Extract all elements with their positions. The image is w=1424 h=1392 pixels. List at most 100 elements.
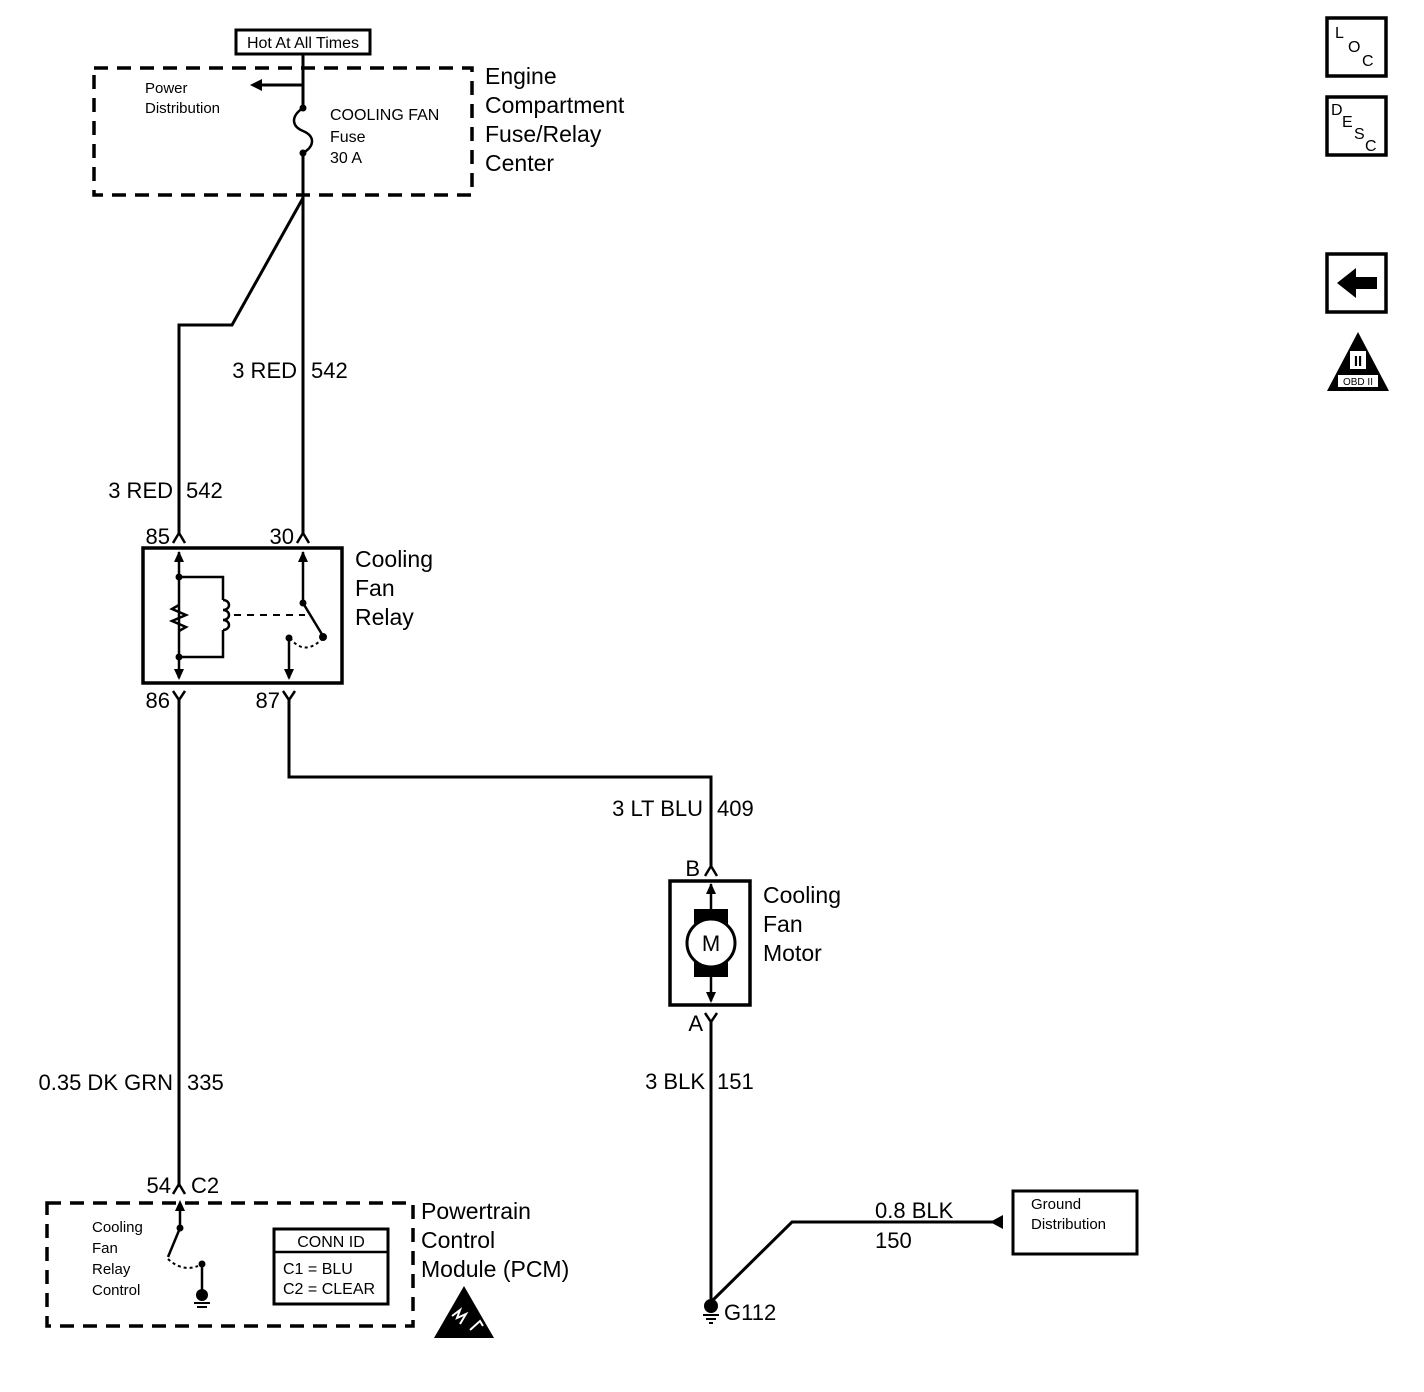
arrow-left-icon — [1337, 268, 1377, 298]
pcm-control-label-4: Control — [92, 1282, 140, 1299]
wire-542-to-pin85 — [177, 197, 305, 535]
ground-distribution-label-1: Ground — [1031, 1196, 1081, 1213]
motor-arrow-down-icon — [706, 992, 716, 1003]
wire-label-3-red-lower: 3 RED — [108, 478, 173, 503]
connector-c2-icon — [171, 1181, 187, 1195]
fuse-icon — [292, 106, 314, 155]
ground-distribution-arrow-icon — [990, 1215, 1003, 1229]
back-button[interactable] — [1325, 252, 1388, 314]
connector-87-icon — [281, 690, 297, 703]
coil-bottom-wire — [179, 630, 225, 659]
obd-ii-label: OBD II — [1343, 377, 1373, 388]
desc-letter-c: C — [1365, 138, 1377, 155]
wire-label-3-blk: 3 BLK — [645, 1069, 705, 1094]
fuse-label-type: Fuse — [330, 129, 366, 146]
connector-a-icon — [703, 1012, 719, 1025]
ground-wires: 3 BLK 151 0.8 BLK 150 Ground Distributio… — [645, 1022, 1139, 1325]
relay-pin-85: 85 — [146, 524, 170, 549]
wire-circuit-335: 335 — [187, 1070, 224, 1095]
ground-g112-icon — [704, 1299, 718, 1313]
loc-letter-c: C — [1362, 53, 1374, 70]
connector-30-icon — [295, 530, 311, 544]
fuse-center-title-3: Fuse/Relay — [485, 121, 602, 147]
wire-label-3-lt-blu: 3 LT BLU — [612, 796, 703, 821]
relay-switch-blade — [301, 602, 325, 637]
relay-title-2: Fan — [355, 575, 395, 601]
relay-coil-arrow-down-icon — [174, 669, 184, 680]
loc-letter-l: L — [1335, 25, 1344, 42]
relay-feed-wires: 3 RED 542 3 RED 542 — [108, 153, 348, 535]
obd-ii-numeral: II — [1354, 353, 1362, 370]
motor-icon — [685, 917, 737, 969]
conn-id-row-c1: C1 = BLU — [283, 1261, 353, 1278]
pcm-ground-icon — [196, 1289, 208, 1301]
motor-box — [668, 879, 752, 1007]
connector-85-icon — [171, 530, 187, 544]
motor-title-2: Fan — [763, 911, 803, 937]
connector-86-icon — [171, 690, 187, 703]
wire-label-0-35-dk-grn: 0.35 DK GRN — [39, 1070, 174, 1095]
motor-title-3: Motor — [763, 940, 822, 966]
coil-top-wire — [179, 575, 225, 600]
desc-letter-e: E — [1342, 114, 1353, 131]
ground-g112-label: G112 — [724, 1300, 776, 1325]
relay-box — [141, 546, 344, 685]
motor-pin-a: A — [688, 1011, 703, 1036]
conn-id-title: CONN ID — [297, 1234, 365, 1251]
wire-circuit-409: 409 — [717, 796, 754, 821]
wire-label-0-8-blk: 0.8 BLK — [875, 1198, 954, 1223]
esd-warning-icon — [434, 1286, 494, 1338]
pcm-control-label-3: Relay — [92, 1261, 131, 1278]
fuse-center-title-2: Compartment — [485, 92, 625, 118]
resistor-icon — [168, 603, 190, 633]
motor-pin-b: B — [685, 856, 700, 881]
relay-pin-86: 86 — [146, 688, 170, 713]
conn-id-row-c2: C2 = CLEAR — [283, 1281, 375, 1298]
conn-id-box — [272, 1227, 390, 1306]
wire-label-3-red-upper: 3 RED — [232, 358, 297, 383]
pcm-title-2: Control — [421, 1227, 495, 1253]
relay-switch-arrow-up-icon — [298, 551, 308, 562]
loc-letter-o: O — [1348, 39, 1360, 56]
relay-title-1: Cooling — [355, 546, 433, 572]
cooling-fan-relay: 85 30 86 87 Cooling Fan Relay — [141, 524, 433, 713]
fuse-center-title-1: Engine — [485, 63, 557, 89]
loc-button[interactable]: L O C — [1325, 16, 1388, 78]
relay-pin-30: 30 — [270, 524, 294, 549]
ground-distribution-label-2: Distribution — [1031, 1216, 1106, 1233]
desc-letter-s: S — [1354, 126, 1365, 143]
power-distribution-label-1: Power — [145, 80, 188, 97]
pcm-title-3: Module (PCM) — [421, 1256, 569, 1282]
pcm-pin-54: 54 — [147, 1173, 171, 1198]
relay-switch-tip — [319, 633, 327, 641]
pcm-title-1: Powertrain — [421, 1198, 531, 1224]
coil-icon — [222, 598, 231, 632]
relay-pin-87: 87 — [256, 688, 280, 713]
fuse-center-title-4: Center — [485, 150, 554, 176]
fuse-label-name: COOLING FAN — [330, 107, 439, 124]
wire-circuit-542-upper: 542 — [311, 358, 348, 383]
wire-409 — [287, 700, 713, 868]
pcm-arrow-up-icon — [175, 1200, 185, 1211]
relay-coil-arrow-up-icon — [174, 551, 184, 562]
pcm-switch-travel — [167, 1258, 199, 1269]
fuse-relay-center: Hot At All Times Power Distribution COOL… — [92, 28, 625, 197]
fuse-label-rating: 30 A — [330, 150, 362, 167]
power-distribution-label-2: Distribution — [145, 100, 220, 117]
relay-switch-arrow-down-icon — [284, 669, 294, 680]
pcm-control-wire: 0.35 DK GRN 335 — [39, 700, 224, 1187]
pcm-connector-c2: C2 — [191, 1173, 219, 1198]
motor-title-1: Cooling — [763, 882, 841, 908]
wire-circuit-150: 150 — [875, 1228, 912, 1253]
hot-at-all-times-label: Hot At All Times — [247, 35, 359, 52]
motor-arrow-up-icon — [706, 883, 716, 894]
relay-title-3: Relay — [355, 604, 414, 630]
desc-letter-d: D — [1331, 102, 1343, 119]
desc-button[interactable]: D E S C — [1325, 95, 1388, 157]
ground-distribution-box — [1011, 1189, 1139, 1256]
obd-ii-button[interactable]: II OBD II — [1327, 332, 1389, 391]
wire-150 — [711, 1220, 1000, 1302]
pcm-control-label-2: Fan — [92, 1240, 118, 1257]
motor-feed-wire: 3 LT BLU 409 — [287, 700, 754, 868]
